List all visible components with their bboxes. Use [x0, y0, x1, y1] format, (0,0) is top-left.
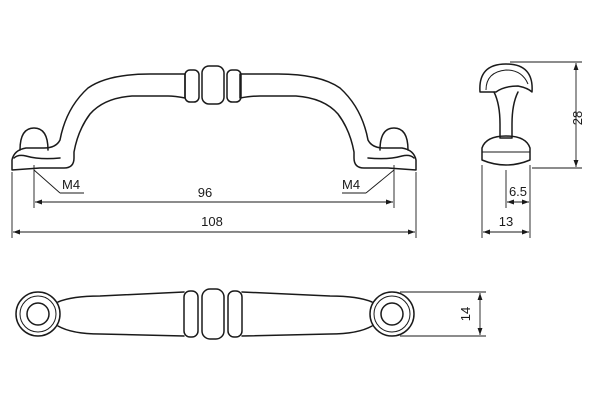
- handle-front-outline-right: [239, 73, 417, 171]
- side-knob-inner: [485, 69, 529, 91]
- right-boss-hole: [380, 302, 404, 326]
- left-post: [19, 127, 49, 151]
- height-label: 28: [570, 111, 585, 125]
- top-ring-right: [227, 290, 243, 338]
- side-knob-top: [479, 63, 533, 93]
- right-boss-outer: [369, 291, 415, 337]
- thread-label-right: M4: [342, 177, 360, 192]
- m4-right-leader: [365, 169, 395, 194]
- left-boss-hole: [26, 302, 50, 326]
- hole-spacing-label: 96: [198, 185, 212, 200]
- right-boss-ring: [373, 295, 411, 333]
- top-body-left: [57, 291, 185, 337]
- overall-length-label: 108: [201, 214, 223, 229]
- width-label: 14: [458, 307, 473, 321]
- depth-label: 13: [499, 214, 513, 229]
- top-ring-mid: [201, 288, 225, 340]
- m4-left-leader: [33, 169, 61, 194]
- top-body-right: [241, 291, 373, 337]
- handle-front-outline: [11, 73, 186, 171]
- thread-label-left: M4: [62, 177, 80, 192]
- top-ring-left: [183, 290, 199, 338]
- thread-offset-label: 6.5: [509, 184, 527, 199]
- top-view: 14: [15, 288, 486, 340]
- left-boss-ring: [19, 295, 57, 333]
- center-ring-mid: [201, 65, 225, 105]
- center-ring-left: [184, 69, 200, 103]
- side-base: [481, 135, 531, 166]
- right-foot: [367, 154, 415, 160]
- left-foot: [13, 154, 61, 160]
- side-stem: [493, 91, 519, 139]
- left-boss-outer: [15, 291, 61, 337]
- side-view: 28 6.5 13: [479, 61, 585, 238]
- front-view: M4 M4 96 108: [11, 65, 417, 238]
- right-post: [379, 127, 409, 151]
- center-ring-right: [226, 69, 242, 103]
